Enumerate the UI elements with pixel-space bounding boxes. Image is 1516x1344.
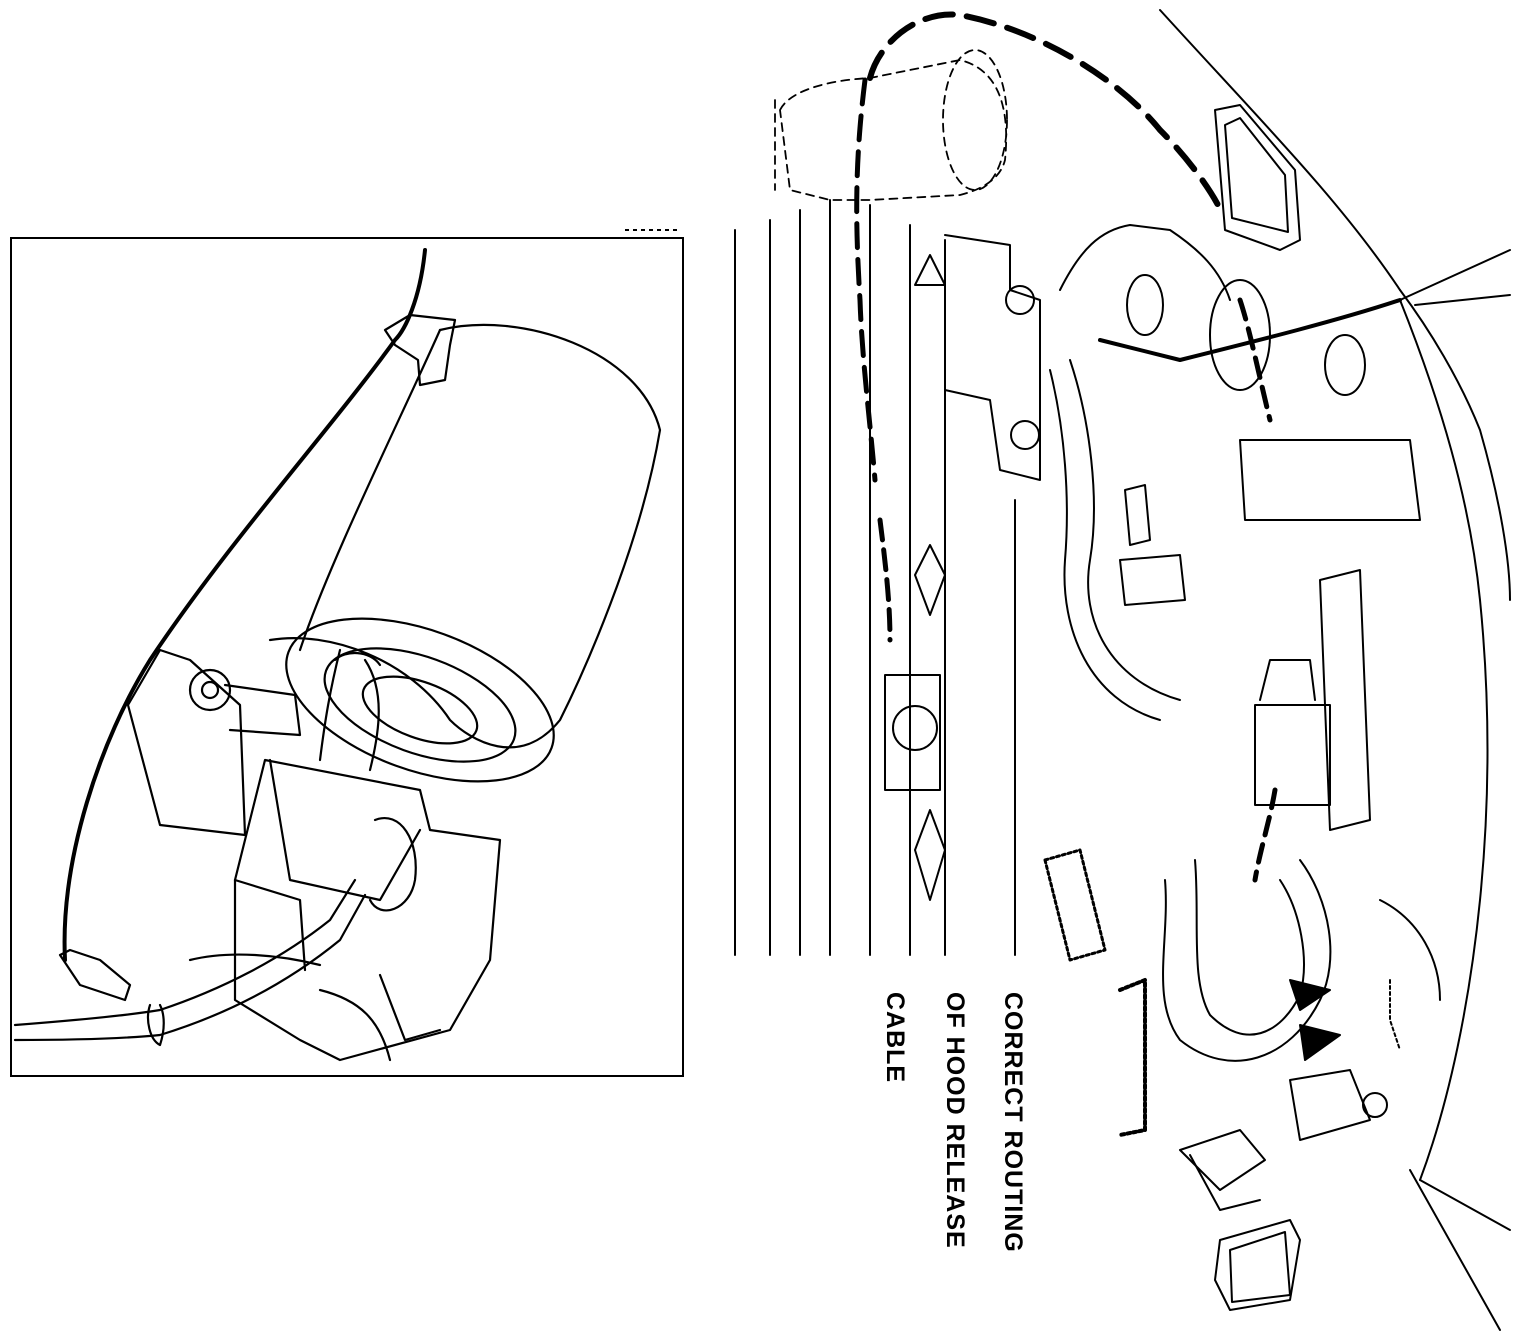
hood-release-cable-route: [867, 11, 1221, 208]
caption-line-2: OF HOOD RELEASE: [941, 992, 969, 1249]
caption: CORRECT ROUTING OF HOOD RELEASE CABLE: [880, 992, 1040, 1322]
vacuum-hose: [13, 878, 357, 1027]
caption-line-1: CORRECT ROUTING: [999, 992, 1027, 1253]
headlight-lower: [1214, 1219, 1301, 1311]
throttle-body: [233, 758, 502, 1062]
caption-line-3: CABLE: [881, 992, 909, 1084]
headlight-upper: [1214, 104, 1301, 251]
inset-frame: [10, 237, 684, 1077]
hood-release-cable: [62, 248, 427, 962]
cable-clip: [383, 313, 457, 387]
coil-pack: [1254, 704, 1331, 806]
cable-end-fitting: [58, 948, 132, 1002]
bracket: [126, 648, 247, 837]
intake-hose: [1162, 859, 1332, 1062]
